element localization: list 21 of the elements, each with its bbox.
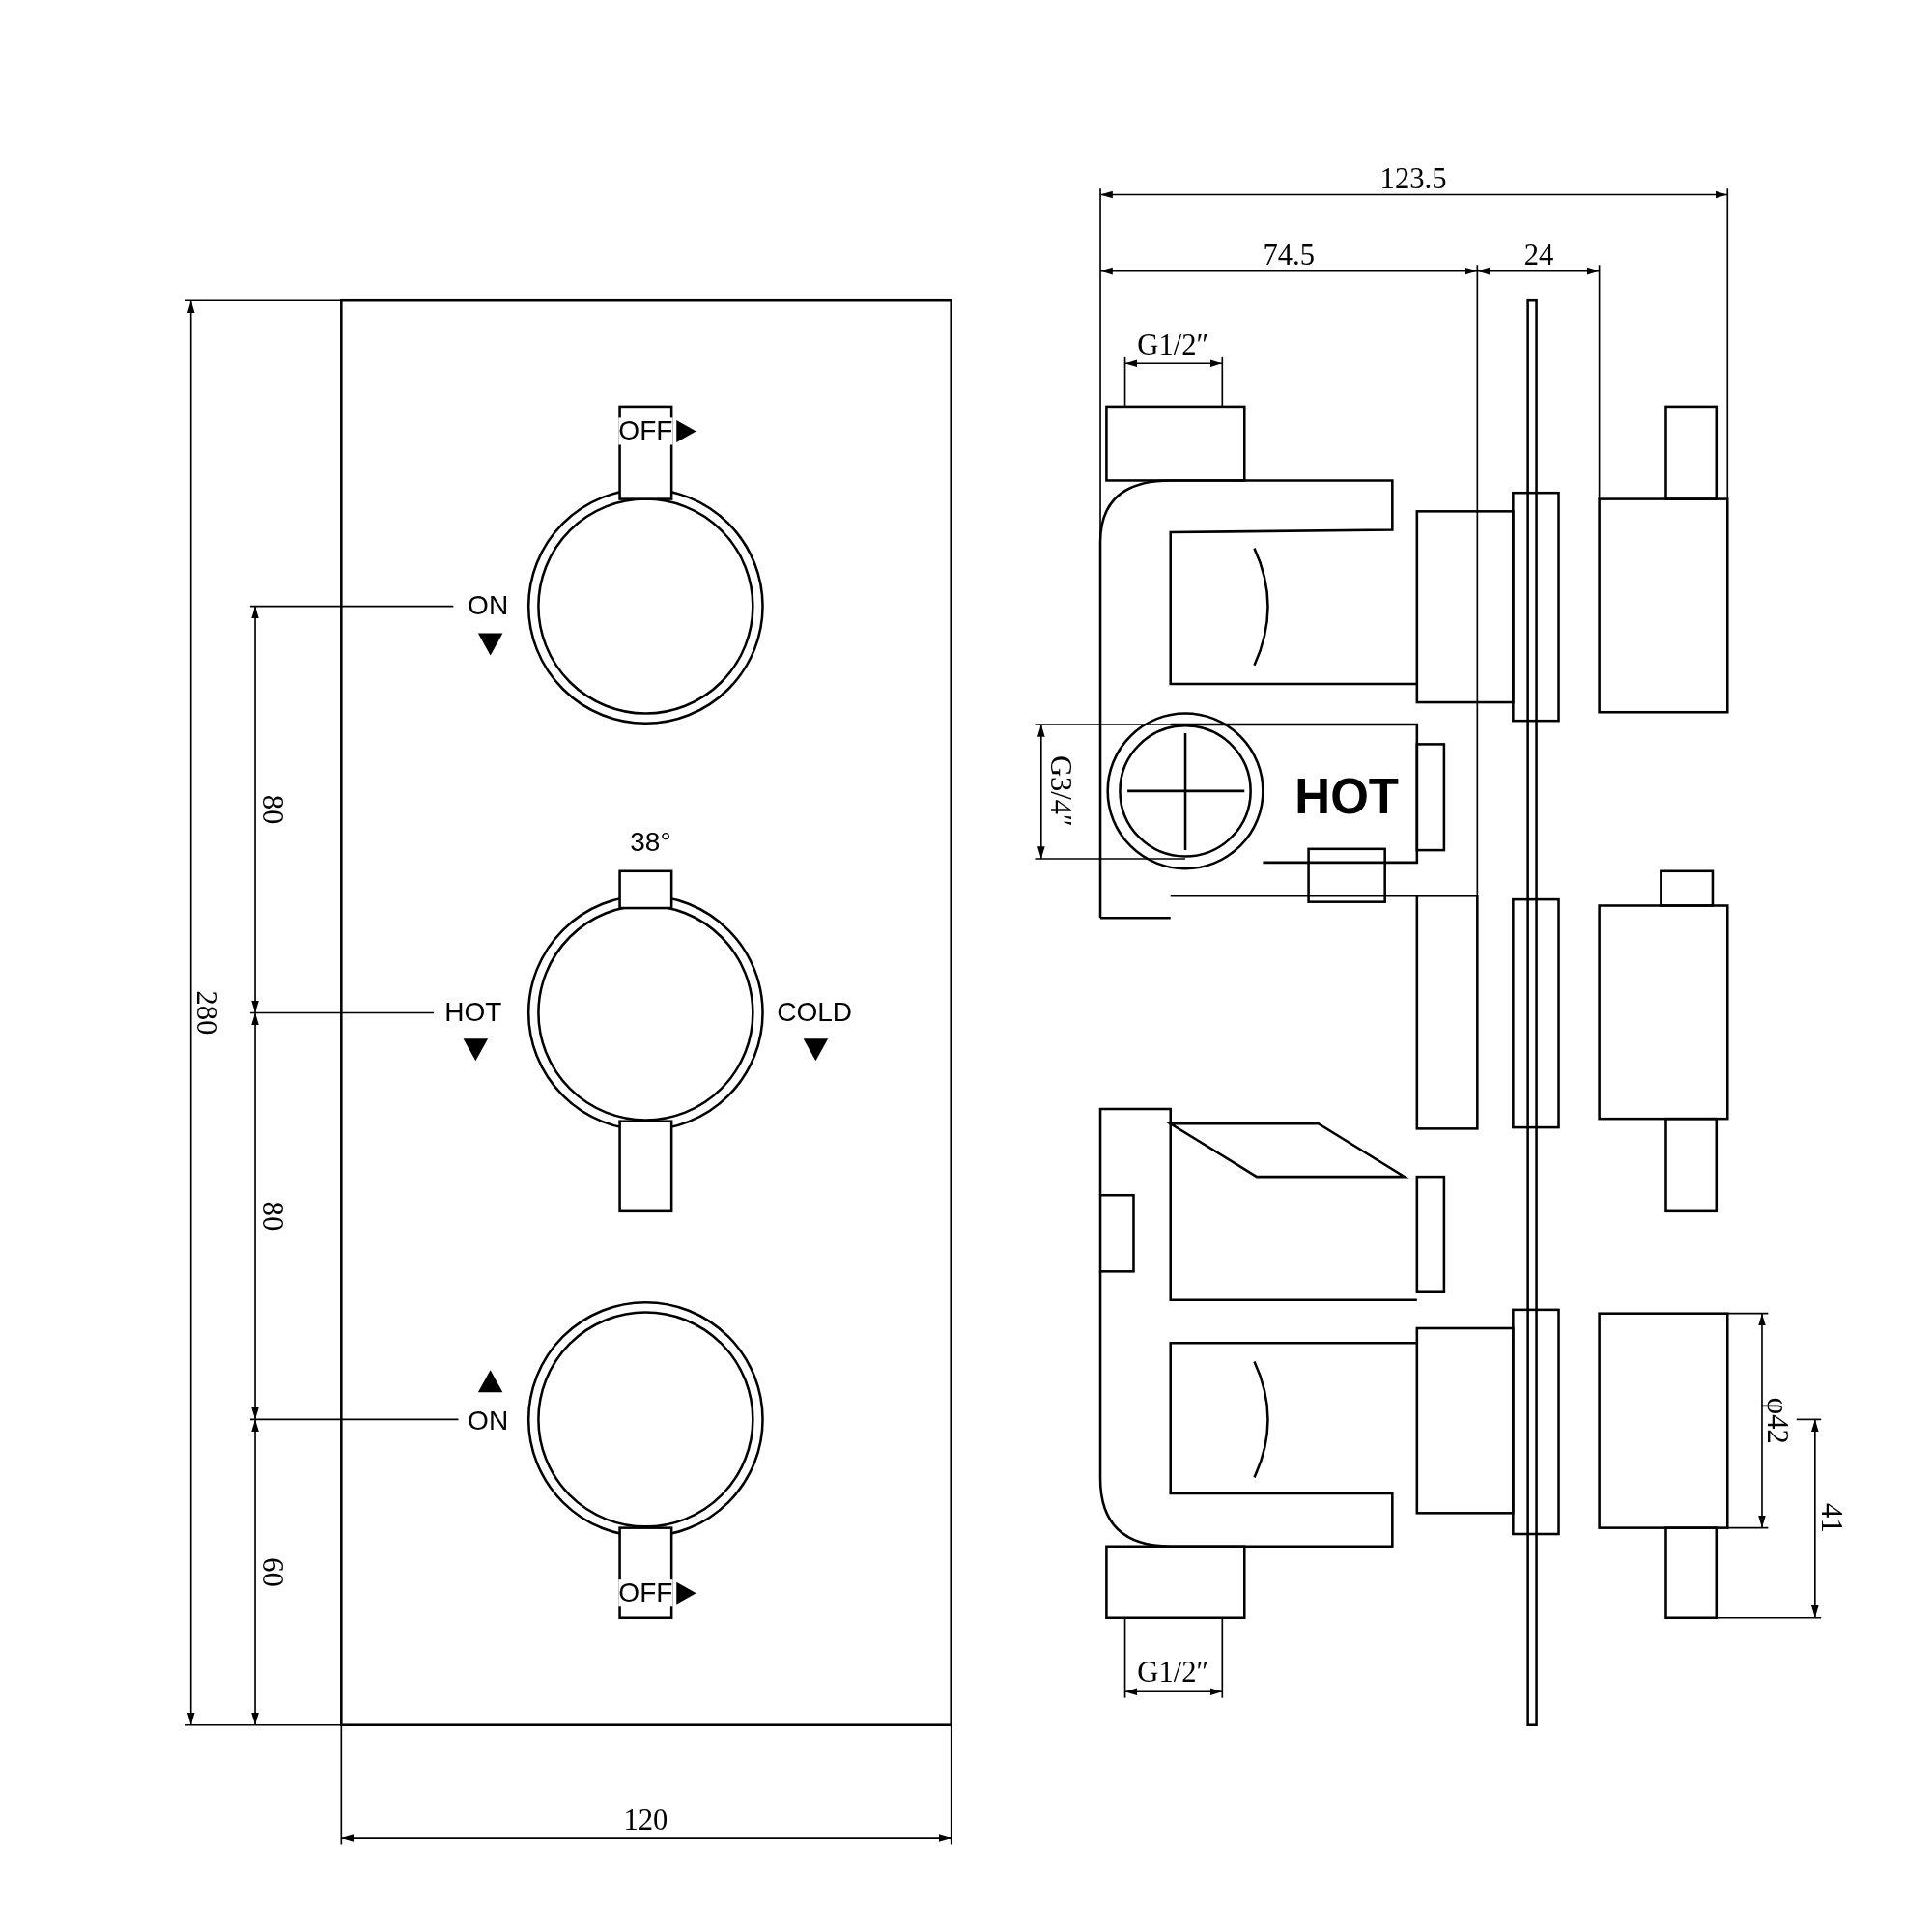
dimension-label: 280	[192, 990, 222, 1036]
dimension-label: 120	[623, 1804, 668, 1835]
dimension-label: 123.5	[1379, 163, 1447, 194]
inlet-label: HOT	[1294, 771, 1399, 821]
position-label: ON	[468, 1406, 509, 1435]
dimension-label: 24	[1523, 240, 1554, 270]
dimension-label: 60	[257, 1557, 288, 1587]
position-label: HOT	[444, 999, 502, 1027]
position-label: ON	[468, 592, 509, 620]
position-label: OFF	[618, 1579, 673, 1607]
dimension-label: 41	[1817, 1503, 1847, 1533]
port-size-label: G1/2″	[1137, 1657, 1209, 1688]
position-label: OFF	[618, 417, 673, 445]
port-size-label: G1/2″	[1137, 329, 1209, 360]
port-size-label: G3/4″	[1045, 754, 1076, 827]
dimension-label: 74.5	[1263, 240, 1315, 270]
position-label: COLD	[777, 999, 853, 1027]
angle-label: 38°	[630, 829, 671, 857]
dimension-label: 80	[257, 1201, 288, 1232]
dimension-label: 80	[257, 794, 288, 825]
dimension-label: φ42	[1763, 1397, 1793, 1444]
